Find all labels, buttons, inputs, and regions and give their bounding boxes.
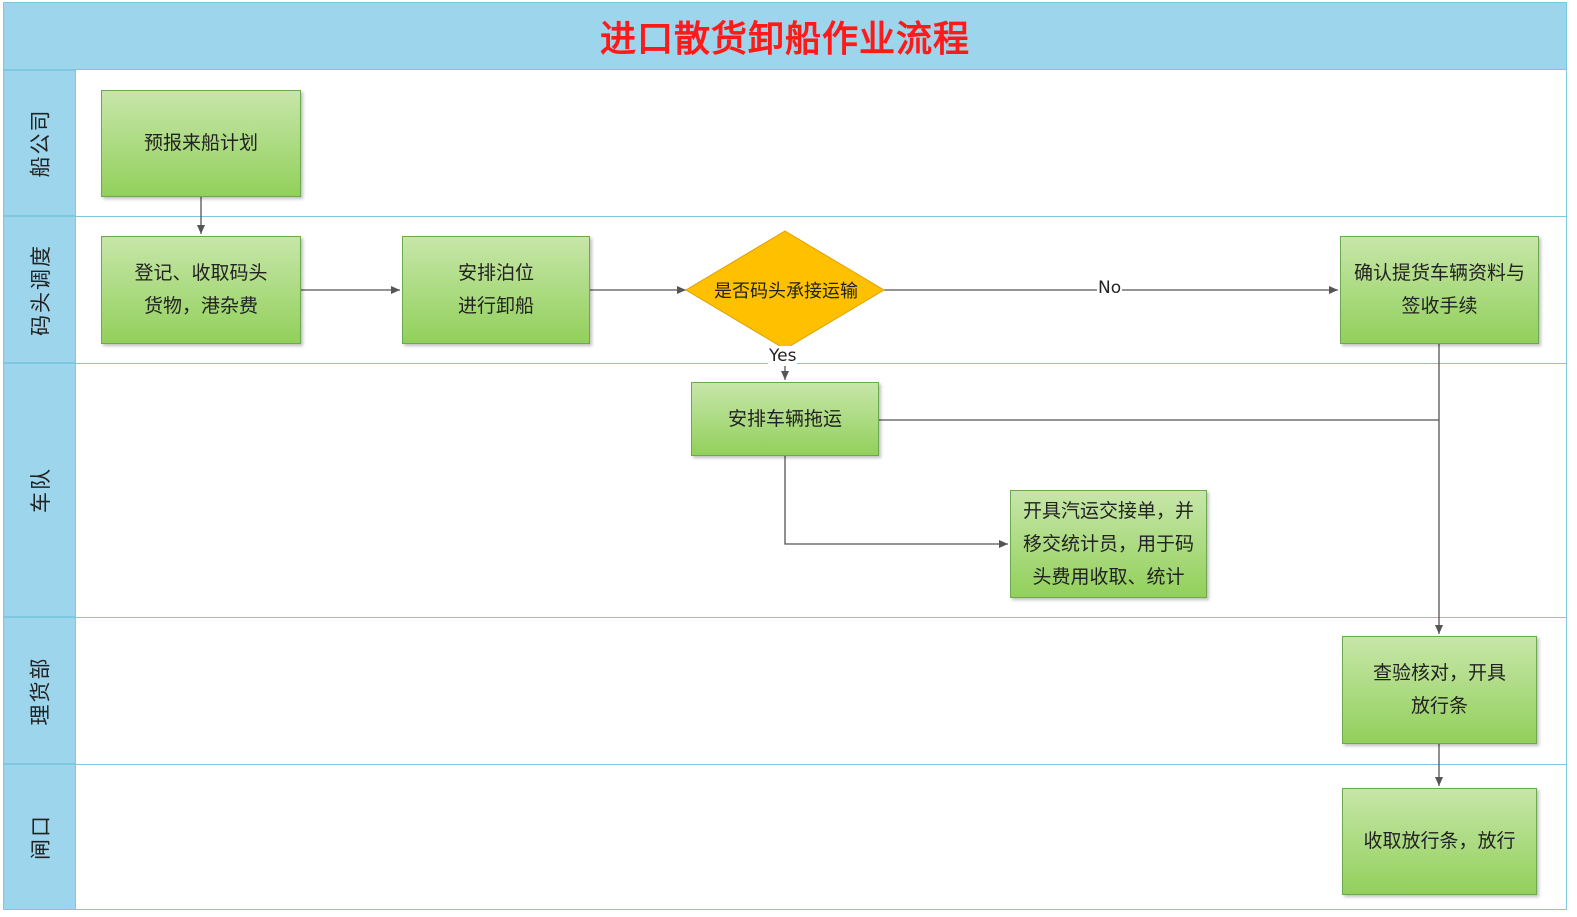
node-text: 预报来船计划 (143, 132, 258, 154)
edge-vehicle-to-slip (784, 456, 1008, 548)
lane-divider (3, 764, 1567, 765)
node-issue-slip: 开具汽运交接单，并 移交统计员，用于码 头费用收取、统计 (1010, 490, 1207, 598)
node-register-fees: 登记、收取码头 货物，港杂费 (101, 236, 301, 344)
node-text: 安排泊位 进行卸船 (457, 262, 534, 317)
edge-label-no: No (1097, 278, 1123, 298)
lane-label-fleet: 车队 (3, 363, 76, 617)
lane-label-gate: 闸口 (3, 764, 76, 910)
node-confirm-vehicle: 确认提货车辆资料与 签收手续 (1340, 236, 1539, 344)
edge-label-yes: Yes (768, 346, 798, 366)
lane-label-shipping-company: 船公司 (3, 70, 76, 216)
node-text: 开具汽运交接单，并 移交统计员，用于码 头费用收取、统计 (1022, 499, 1194, 588)
node-collect-release: 收取放行条，放行 (1342, 788, 1537, 895)
node-inspect: 查验核对，开具 放行条 (1342, 636, 1537, 744)
lane-divider (3, 617, 1567, 618)
node-text: 收取放行条，放行 (1363, 830, 1516, 852)
node-text: 查验核对，开具 放行条 (1372, 662, 1506, 717)
node-forecast-plan: 预报来船计划 (101, 90, 301, 197)
node-arrange-vehicle: 安排车辆拖运 (691, 382, 879, 456)
node-text: 确认提货车辆资料与 签收手续 (1353, 262, 1525, 317)
lane-label-tally-dept: 理货部 (3, 617, 76, 764)
title-bar: 进口散货卸船作业流程 (3, 2, 1567, 70)
lane-label-terminal-dispatch: 码头调度 (3, 216, 76, 363)
lane-divider (3, 216, 1567, 217)
node-text: 登记、收取码头 货物，港杂费 (134, 262, 268, 317)
page-title: 进口散货卸船作业流程 (599, 19, 970, 60)
node-text: 安排车辆拖运 (727, 407, 842, 430)
decision-label: 是否码头承接运输 (714, 281, 858, 302)
node-arrange-berth: 安排泊位 进行卸船 (402, 236, 590, 344)
